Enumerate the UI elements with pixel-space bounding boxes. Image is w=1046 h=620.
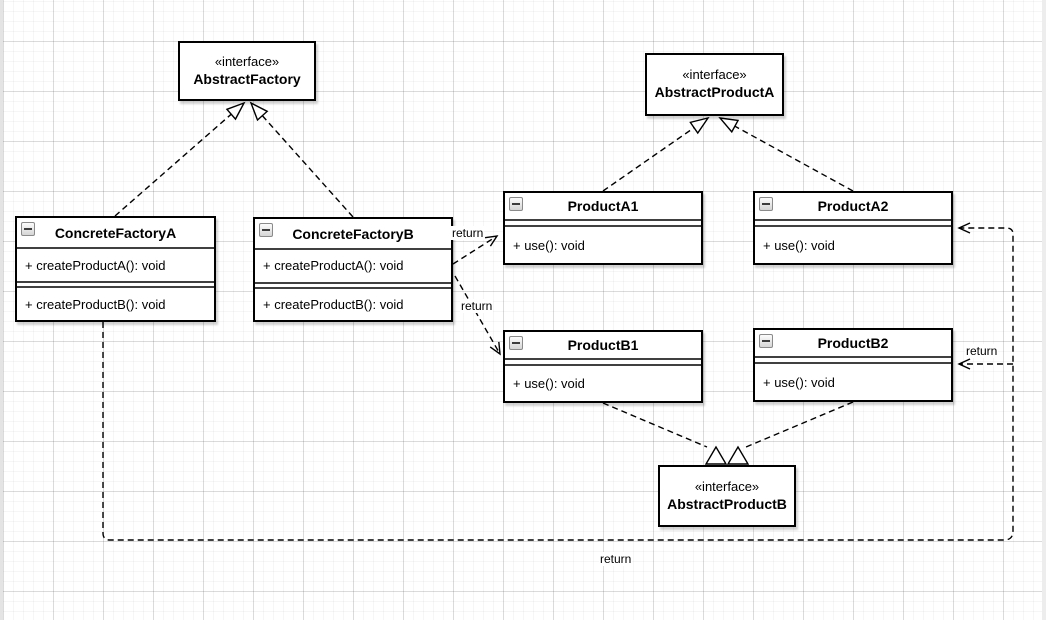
method-row[interactable]: + createProductB(): void bbox=[25, 296, 166, 312]
minus-glyph bbox=[24, 228, 32, 230]
canvas-left-edge bbox=[0, 0, 3, 620]
method-row[interactable]: + createProductA(): void bbox=[25, 257, 166, 273]
method-row[interactable]: + use(): void bbox=[763, 374, 835, 390]
class-product-b2[interactable]: ProductB2 + use(): void bbox=[753, 328, 953, 402]
class-title: ConcreteFactoryB bbox=[292, 225, 414, 242]
empty-fields-compartment bbox=[755, 221, 951, 227]
collapse-icon[interactable] bbox=[759, 334, 773, 348]
edge-label-return-productb1[interactable]: return bbox=[460, 299, 494, 313]
method-row[interactable]: + use(): void bbox=[513, 376, 585, 391]
method-row[interactable]: + use(): void bbox=[513, 237, 585, 253]
class-product-a1[interactable]: ProductA1 + use(): void bbox=[503, 191, 703, 265]
collapse-icon[interactable] bbox=[509, 197, 523, 211]
method-row[interactable]: + createProductB(): void bbox=[263, 296, 404, 312]
interface-abstract-product-a[interactable]: «interface» AbstractProductA bbox=[645, 53, 784, 116]
method-row[interactable]: + use(): void bbox=[763, 237, 835, 253]
class-title-bar: ProductA2 bbox=[755, 193, 951, 221]
class-title: ProductA2 bbox=[817, 198, 889, 214]
edge-realization-concretefactoryb-abstractfactory[interactable] bbox=[251, 103, 354, 218]
class-title-bar: ProductB1 bbox=[505, 332, 701, 360]
class-title: ProductA1 bbox=[567, 198, 639, 214]
empty-fields-compartment bbox=[505, 221, 701, 227]
class-title: ProductB2 bbox=[817, 335, 889, 351]
compartment-divider bbox=[255, 281, 451, 289]
edge-realization-productb1-abstractproductb[interactable] bbox=[602, 402, 708, 448]
minus-glyph bbox=[762, 203, 770, 205]
edge-realization-productb2-abstractproductb[interactable] bbox=[745, 401, 854, 448]
interface-name: AbstractFactory bbox=[193, 70, 301, 87]
minus-glyph bbox=[512, 342, 520, 344]
stereotype-label: «interface» bbox=[214, 53, 280, 69]
edge-label-return-producta1[interactable]: return bbox=[451, 226, 485, 240]
edge-realization-concretefactorya-abstractfactory[interactable] bbox=[114, 103, 244, 217]
edge-realization-producta2-abstractproducta[interactable] bbox=[720, 118, 854, 192]
interface-name: AbstractProductA bbox=[654, 84, 775, 101]
collapse-icon[interactable] bbox=[509, 336, 523, 350]
class-title-bar: ConcreteFactoryB bbox=[255, 219, 451, 250]
interface-abstract-factory[interactable]: «interface» AbstractFactory bbox=[178, 41, 316, 101]
interface-name: AbstractProductB bbox=[667, 495, 787, 512]
edge-label-return-bottom[interactable]: return bbox=[599, 552, 633, 566]
realization-triangle-abstractproductb-right bbox=[726, 445, 750, 465]
stereotype-label: «interface» bbox=[694, 478, 760, 494]
collapse-icon[interactable] bbox=[759, 197, 773, 211]
class-title-bar: ConcreteFactoryA bbox=[17, 218, 214, 249]
collapse-icon[interactable] bbox=[21, 222, 35, 236]
class-title: ProductB1 bbox=[567, 337, 639, 353]
stereotype-label: «interface» bbox=[682, 67, 747, 83]
edge-dependency-concretefactoryb-producta1[interactable] bbox=[452, 235, 499, 265]
minus-glyph bbox=[262, 229, 270, 231]
edge-realization-producta1-abstractproducta[interactable] bbox=[602, 118, 708, 192]
canvas-right-edge bbox=[1042, 0, 1046, 620]
class-title-bar: ProductB2 bbox=[755, 330, 951, 358]
class-title: ConcreteFactoryA bbox=[54, 224, 177, 241]
class-product-a2[interactable]: ProductA2 + use(): void bbox=[753, 191, 953, 265]
edge-label-return-productb2[interactable]: return bbox=[965, 344, 999, 358]
realization-triangle-abstractproductb-left bbox=[704, 445, 728, 465]
interface-abstract-product-b[interactable]: «interface» AbstractProductB bbox=[658, 465, 796, 527]
minus-glyph bbox=[762, 340, 770, 342]
class-concrete-factory-a[interactable]: ConcreteFactoryA + createProductA(): voi… bbox=[15, 216, 216, 322]
class-concrete-factory-b[interactable]: ConcreteFactoryB + createProductA(): voi… bbox=[253, 217, 453, 322]
minus-glyph bbox=[512, 203, 520, 205]
class-title-bar: ProductA1 bbox=[505, 193, 701, 221]
collapse-icon[interactable] bbox=[259, 223, 273, 237]
edge-dependency-concretefactoryb-productb1[interactable] bbox=[454, 275, 501, 356]
class-product-b1[interactable]: ProductB1 + use(): void bbox=[503, 330, 703, 403]
method-row[interactable]: + createProductA(): void bbox=[263, 258, 404, 274]
compartment-divider bbox=[17, 281, 214, 288]
